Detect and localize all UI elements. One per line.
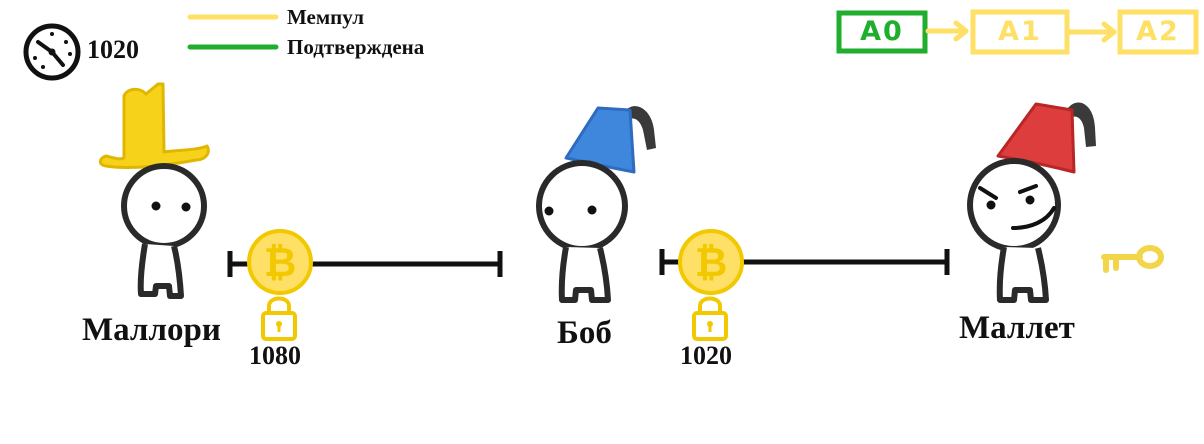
clock-icon <box>23 23 81 81</box>
chain-arrow-1 <box>925 20 969 42</box>
padlock-icon <box>692 296 728 341</box>
key-icon <box>1101 245 1164 273</box>
red-fez <box>996 102 1076 174</box>
person-name-mallory: Маллори <box>82 312 221 348</box>
bitcoin-coin-icon: ₿ <box>247 229 313 295</box>
person-mallet <box>967 102 1096 303</box>
person-name-bob: Боб <box>557 315 612 351</box>
legend-confirmed-label: Подтверждена <box>287 35 425 59</box>
svg-text:₿: ₿ <box>264 240 297 286</box>
block-a2 <box>1117 9 1199 55</box>
block-a0 <box>836 10 928 54</box>
yellow-tall-hat <box>98 82 210 169</box>
chain-arrow-2 <box>1067 21 1117 43</box>
block-label-a0: A0 <box>860 16 904 47</box>
clock-value: 1020 <box>87 35 139 64</box>
person-name-mallet: Маллет <box>959 310 1075 346</box>
block-label-a2: A2 <box>1136 16 1180 47</box>
channel-amount-2: 1020 <box>680 341 732 370</box>
person-mallory <box>98 82 210 299</box>
legend-mempool-label: Мемпул <box>287 5 365 29</box>
block-a1 <box>970 9 1070 55</box>
padlock-icon <box>261 296 297 341</box>
svg-text:₿: ₿ <box>695 240 728 286</box>
bitcoin-coin-icon: ₿ <box>678 229 744 295</box>
person-bob <box>536 106 656 303</box>
block-label-a1: A1 <box>998 16 1042 47</box>
channel-amount-1: 1080 <box>249 341 301 370</box>
